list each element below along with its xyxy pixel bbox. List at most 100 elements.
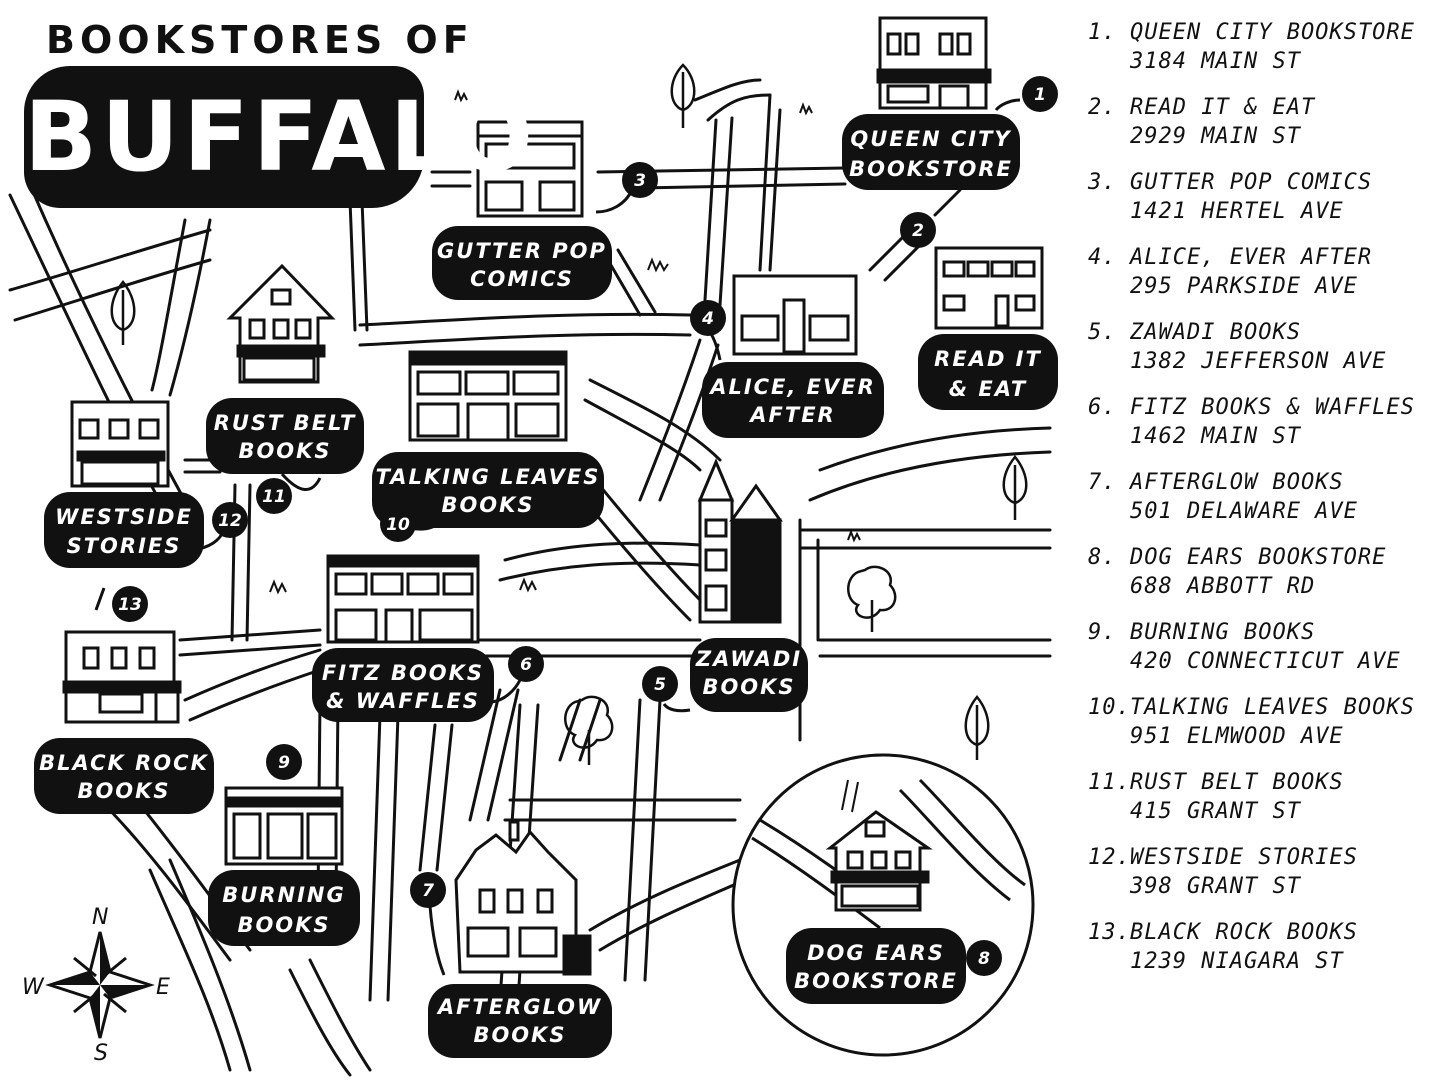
label-gutter-pop[interactable]: GUTTER POP COMICS [432,226,612,300]
talking-leaves-building-icon[interactable] [408,350,568,442]
pin-10[interactable]: 10 [380,506,416,542]
label-fitz[interactable]: FITZ BOOKS & WAFFLES [312,648,494,722]
pin-2[interactable]: 2 [900,212,936,248]
legend-item[interactable]: 10.TALKING LEAVES BOOKS 951 ELMWOOD AVE [1088,693,1440,751]
pin-connectors [94,98,1021,976]
svg-text:GUTTER POP: GUTTER POP [437,239,607,263]
fitz-building-icon[interactable] [326,554,480,644]
afterglow-building-icon[interactable] [454,820,592,976]
legend-number: 9. [1088,620,1117,645]
pin-8[interactable]: 8 [966,940,1002,976]
map-subtitle: BOOKSTORES OF [46,18,474,62]
store-address: 398 GRANT ST [1130,874,1301,899]
label-talking-leaves[interactable]: TALKING LEAVES BOOKS [372,452,604,528]
store-address: 3184 MAIN ST [1130,49,1301,74]
store-name: FITZ BOOKS & WAFFLES [1130,395,1415,420]
queen-city-building-icon[interactable] [876,16,992,110]
legend-number: 10. [1088,695,1131,720]
svg-text:& WAFFLES: & WAFFLES [326,689,480,713]
pin-13[interactable]: 13 [112,586,148,622]
rust-belt-building-icon[interactable] [226,263,336,384]
label-dog-ears[interactable]: DOG EARS BOOKSTORE [786,928,966,1004]
store-address: 420 CONNECTICUT AVE [1130,649,1401,674]
label-read-it[interactable]: READ IT & EAT [918,334,1058,410]
legend-text: BURNING BOOKS 420 CONNECTICUT AVE [1130,618,1401,676]
svg-text:BOOKS: BOOKS [237,913,330,937]
svg-text:ZAWADI: ZAWADI [695,647,802,671]
compass-w: W [22,975,45,1000]
label-burning[interactable]: BURNING BOOKS [208,870,360,946]
westside-building-icon[interactable] [70,400,170,488]
svg-text:BURNING: BURNING [222,883,345,907]
svg-text:ALICE, EVER: ALICE, EVER [708,375,876,399]
pin-1[interactable]: 1 [1022,76,1058,112]
svg-text:BOOKS: BOOKS [473,1023,566,1047]
svg-text:13: 13 [118,595,142,615]
store-address: 1462 MAIN ST [1130,424,1301,449]
label-zawadi[interactable]: ZAWADI BOOKS [690,638,808,712]
legend-item[interactable]: 9. BURNING BOOKS 420 CONNECTICUT AVE [1088,618,1440,676]
pin-11[interactable]: 11 [256,478,292,514]
dog-ears-building-icon[interactable] [825,810,933,912]
svg-text:RUST BELT: RUST BELT [214,411,357,435]
svg-text:READ IT: READ IT [934,347,1042,371]
store-address: 1421 HERTEL AVE [1130,199,1344,224]
store-address: 1382 JEFFERSON AVE [1130,349,1387,374]
store-name: READ IT & EAT [1130,95,1316,120]
alice-building-icon[interactable] [732,274,858,356]
svg-text:12: 12 [218,511,242,531]
trees [110,63,1028,765]
pin-4[interactable]: 4 [690,300,726,336]
label-queen-city[interactable]: QUEEN CITY BOOKSTORE [842,114,1020,190]
label-afterglow[interactable]: AFTERGLOW BOOKS [428,984,612,1058]
store-name: TALKING LEAVES BOOKS [1130,695,1415,720]
svg-text:4: 4 [701,309,714,329]
black-rock-building-icon[interactable] [62,630,182,724]
legend-number: 3. [1088,170,1117,195]
read-it-building-icon[interactable] [934,246,1044,330]
burning-building-icon[interactable] [224,786,344,866]
zawadi-building-icon[interactable] [697,458,783,624]
map-title: BUFFALO [24,81,537,193]
svg-text:10: 10 [386,515,410,535]
legend-text: FITZ BOOKS & WAFFLES 1462 MAIN ST [1130,393,1415,451]
legend-number: 11. [1088,770,1131,795]
svg-text:DOG EARS: DOG EARS [807,941,945,965]
store-address: 951 ELMWOOD AVE [1130,724,1344,749]
svg-text:AFTER: AFTER [748,403,835,427]
legend-text: TALKING LEAVES BOOKS 951 ELMWOOD AVE [1130,693,1415,751]
svg-text:3: 3 [634,171,646,191]
pin-7[interactable]: 7 [410,872,446,908]
pin-9[interactable]: 9 [266,744,302,780]
map-labels: QUEEN CITY BOOKSTORE READ IT & EAT GUTTE… [34,114,1058,1058]
label-westside[interactable]: WESTSIDE STORIES [44,492,204,568]
legend-item[interactable]: 6. FITZ BOOKS & WAFFLES 1462 MAIN ST [1088,393,1440,451]
label-rust-belt[interactable]: RUST BELT BOOKS [206,398,364,474]
store-name: BURNING BOOKS [1130,620,1316,645]
svg-text:2: 2 [912,221,924,241]
store-name: DOG EARS BOOKSTORE [1130,545,1387,570]
pin-12[interactable]: 12 [212,502,248,538]
gutter-pop-building-icon[interactable] [476,120,584,218]
label-black-rock[interactable]: BLACK ROCK BOOKS [34,738,214,814]
legend-number: 6. [1088,395,1117,420]
pin-5[interactable]: 5 [642,666,678,702]
pin-6[interactable]: 6 [508,646,544,682]
pin-3[interactable]: 3 [622,162,658,198]
dog-ears-inset [731,753,1035,1057]
label-alice[interactable]: ALICE, EVER AFTER [702,362,884,438]
svg-text:1: 1 [1034,85,1046,105]
